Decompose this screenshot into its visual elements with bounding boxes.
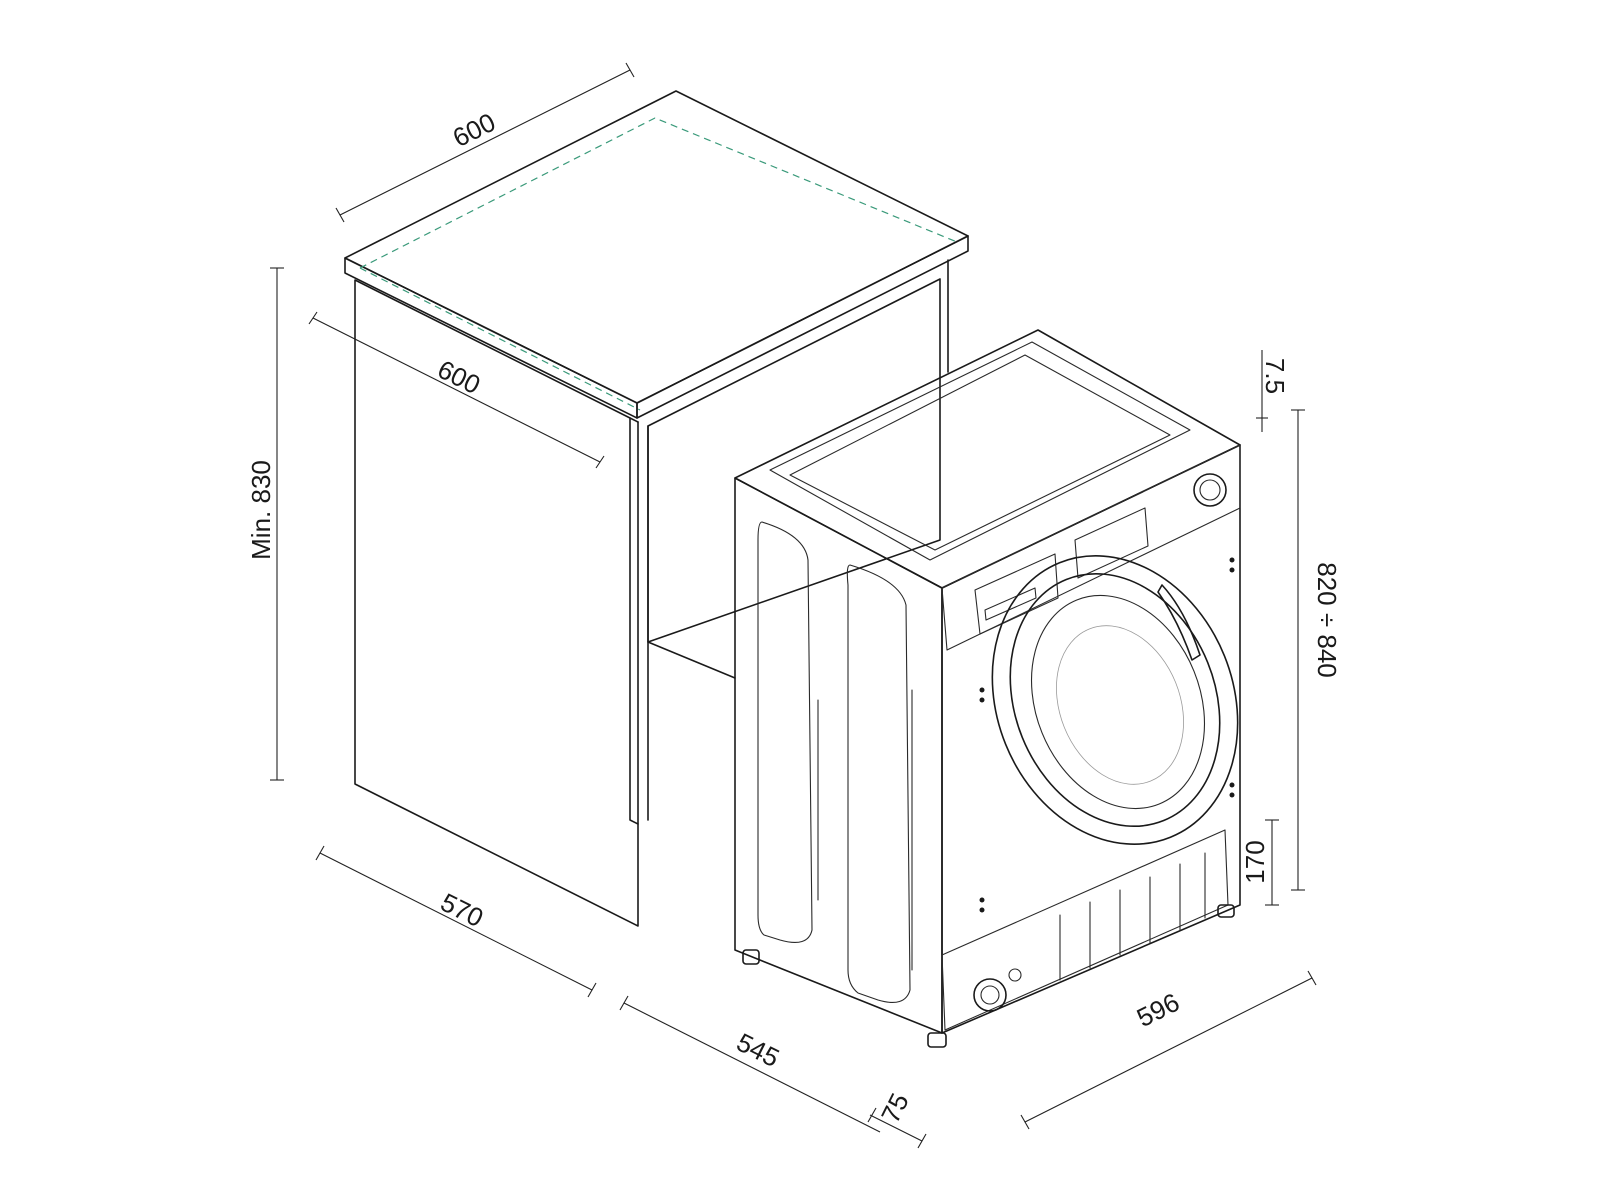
machine-side [734,477,943,1034]
side-recess-front [846,564,911,1003]
dashed-footprint-front [359,267,641,411]
display-window [1074,507,1149,579]
plinth-vents [1059,852,1206,981]
worktop-top-face [344,90,969,404]
dim-cabinet-depth: 570 [436,887,488,933]
cabinet-side-panel [354,279,639,927]
porthole-door [991,555,1239,845]
drain-filter-icon [973,968,1022,1012]
worktop-side-edge [636,235,969,419]
detergent-drawer [974,553,1059,635]
dim-top-width: 600 [448,107,500,153]
plinth [941,829,1229,1031]
machine-top [734,329,1241,589]
side-recess-rear [757,521,813,943]
dim-door-projection: 75 [875,1088,915,1127]
dim-plinth-height: 170 [1240,840,1270,883]
kitchen-cabinet [344,90,969,927]
washing-machine [734,329,1241,1048]
dim-machine-width: 596 [1132,987,1184,1033]
dim-machine-depth: 545 [732,1027,784,1073]
dim-machine-height: 820 ÷ 840 [1312,562,1342,677]
dashed-footprint [359,117,958,269]
dim-top-gap: 7.5 [1260,358,1290,394]
dim-cabinet-height: Min. 830 [246,460,276,560]
dimension-lines [270,62,1317,1149]
door-handle [1157,584,1201,661]
dim-top-depth: 600 [433,354,485,400]
cabinet-back-panel [647,278,941,643]
worktop-front-edge [344,257,638,419]
machine-feet [742,904,1235,1048]
program-knob-icon [1193,473,1227,507]
fixing-holes [979,557,1235,913]
control-panel [941,444,1241,651]
